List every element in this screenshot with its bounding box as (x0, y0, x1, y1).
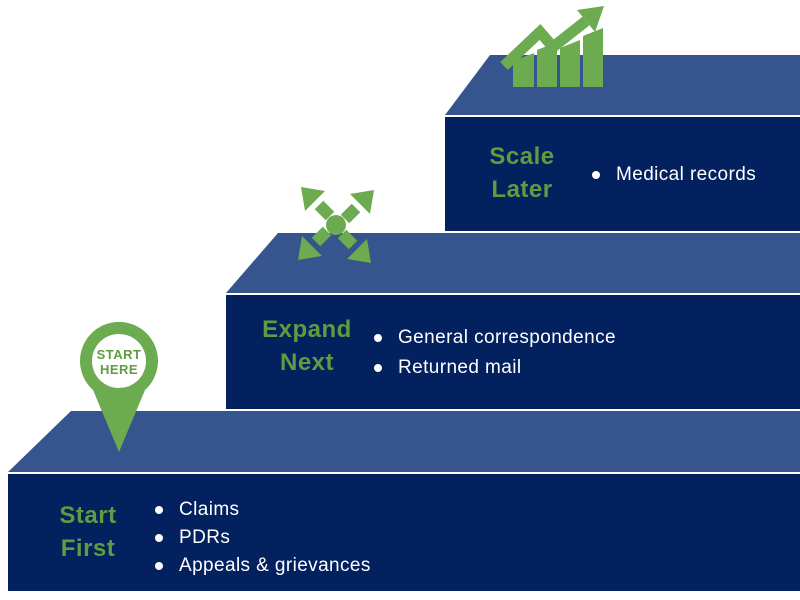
list-item: Returned mail (374, 357, 616, 379)
list-item: General correspondence (374, 327, 616, 349)
list-item: Claims (155, 499, 371, 521)
step-start-first-top-face (8, 411, 800, 472)
step-title-scale-later: Scale Later (462, 140, 582, 206)
step-title-expand-next: Expand Next (247, 313, 367, 379)
step-scale-later-front-face (445, 117, 800, 231)
bullet-dot (374, 364, 382, 372)
list-item: PDRs (155, 527, 371, 549)
step-expand-next-items: General correspondence Returned mail (374, 327, 616, 379)
growth-chart-icon (500, 6, 604, 87)
start-here-line1: START (96, 347, 142, 362)
list-item-label: Claims (179, 499, 240, 520)
bullet-dot (155, 534, 163, 542)
location-pin-icon (80, 322, 158, 452)
list-item: Medical records (592, 164, 756, 186)
step-title-line: Later (491, 176, 553, 203)
expand-arrows-icon (298, 187, 374, 263)
step-title-line: First (60, 535, 116, 562)
list-item-label: Returned mail (398, 357, 522, 378)
step-title-line: Next (279, 349, 335, 376)
start-here-line2: HERE (99, 362, 139, 377)
start-here-badge: START HERE (84, 347, 154, 377)
step-start-first-front-face (8, 474, 800, 591)
list-item: Appeals & grievances (155, 555, 371, 577)
step-start-first-items: Claims PDRs Appeals & grievances (155, 499, 371, 577)
list-item-label: General correspondence (398, 327, 616, 348)
bullet-dot (374, 334, 382, 342)
bullet-dot (592, 171, 600, 179)
step-title-line: Start (59, 502, 117, 529)
list-item-label: Appeals & grievances (179, 555, 371, 576)
step-expand-next-front-face (226, 295, 800, 409)
bullet-dot (155, 506, 163, 514)
step-title-start-first: Start First (28, 499, 148, 565)
step-title-line: Expand (262, 316, 352, 343)
step-scale-later-items: Medical records (592, 164, 756, 186)
bullet-dot (155, 562, 163, 570)
list-item-label: PDRs (179, 527, 231, 548)
step-title-line: Scale (489, 143, 555, 170)
list-item-label: Medical records (616, 164, 757, 185)
